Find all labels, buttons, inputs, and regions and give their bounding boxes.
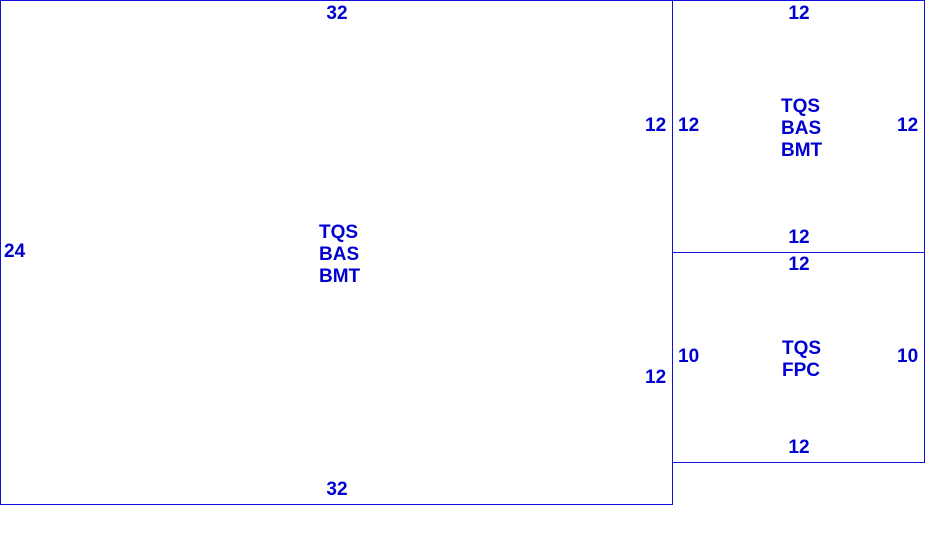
dim-bottom: 12 bbox=[788, 437, 810, 458]
label-line: FPC bbox=[782, 360, 820, 381]
dim-bottom: 12 bbox=[788, 227, 810, 248]
dim-right-lower: 12 bbox=[645, 367, 667, 388]
dim-top: 12 bbox=[788, 3, 810, 24]
label-line: BMT bbox=[319, 266, 361, 287]
room-label: TQS FPC bbox=[782, 338, 821, 382]
label-line: TQS bbox=[781, 96, 821, 117]
dim-left: 12 bbox=[678, 115, 700, 136]
dim-right: 12 bbox=[897, 115, 919, 136]
dim-top: 32 bbox=[326, 3, 348, 24]
dim-top: 12 bbox=[788, 254, 810, 275]
dim-right-upper: 12 bbox=[645, 115, 667, 136]
dim-left: 10 bbox=[678, 346, 700, 367]
dim-left: 24 bbox=[4, 241, 26, 262]
label-line: BAS bbox=[319, 244, 360, 265]
room-lower-right bbox=[672, 252, 925, 463]
dim-bottom: 32 bbox=[326, 479, 348, 500]
label-line: BAS bbox=[781, 118, 822, 139]
room-label: TQS BAS BMT bbox=[781, 96, 822, 162]
dim-right: 10 bbox=[897, 346, 919, 367]
room-label: TQS BAS BMT bbox=[319, 222, 360, 288]
label-line: BMT bbox=[781, 140, 823, 161]
label-line: TQS bbox=[782, 338, 822, 359]
label-line: TQS bbox=[319, 222, 359, 243]
